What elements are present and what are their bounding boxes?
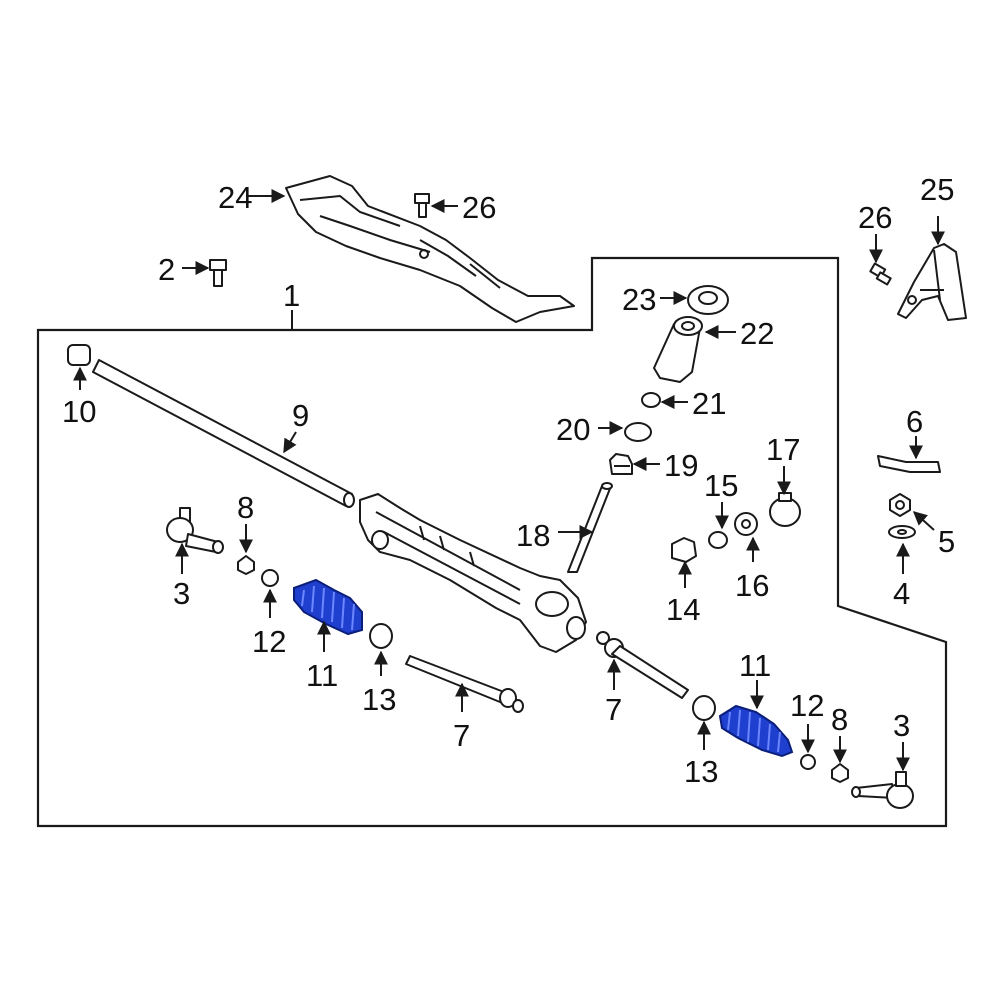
nut-8-right [831, 763, 849, 783]
callout-11-right: 11 [739, 648, 771, 683]
callout-1: 1 [283, 278, 300, 313]
callout-19: 19 [664, 448, 698, 483]
bracket-25 [897, 243, 967, 321]
assembly-boundary-box [36, 256, 948, 828]
nut-5 [889, 493, 911, 517]
pinion-shaft [567, 482, 613, 573]
bolt-2 [209, 259, 227, 287]
seal-19 [609, 453, 633, 475]
inner-tie-rod-left [405, 655, 524, 713]
bushing-14 [671, 537, 697, 563]
callout-17: 17 [766, 432, 800, 467]
callout-26-top: 26 [462, 190, 496, 225]
tie-rod-end-right [851, 771, 914, 809]
steering-boot-left [293, 578, 363, 636]
bushing-15 [708, 531, 728, 549]
bushing-16 [734, 512, 758, 536]
bushing-23 [687, 285, 729, 315]
clamp-12-left [261, 569, 279, 587]
callout-9: 9 [292, 398, 309, 433]
callout-8-left: 8 [237, 490, 254, 525]
callout-26-right: 26 [858, 200, 892, 235]
callout-8-right: 8 [831, 702, 848, 737]
ring-21 [641, 392, 661, 408]
clamp-12-right [800, 754, 816, 770]
clamp-17 [769, 492, 801, 527]
callout-13-left: 13 [362, 682, 396, 717]
callout-23: 23 [622, 282, 656, 317]
steering-boot-right [718, 704, 794, 758]
callout-12-right: 12 [790, 688, 824, 723]
callout-15: 15 [704, 468, 738, 503]
callout-13-right: 13 [684, 754, 718, 789]
callout-3-left: 3 [173, 576, 190, 611]
callout-5: 5 [938, 524, 955, 559]
callout-11-left: 11 [306, 658, 338, 693]
callout-18: 18 [516, 518, 550, 553]
callout-3-right: 3 [893, 708, 910, 743]
callout-22: 22 [740, 316, 774, 351]
ring-20 [624, 422, 652, 442]
mount-22 [653, 316, 703, 383]
bolt-26-right [869, 262, 892, 286]
callout-12-left: 12 [252, 624, 286, 659]
washer-4 [888, 525, 916, 539]
heat-shield [285, 175, 575, 323]
callout-7-left: 7 [453, 718, 470, 753]
tie-rod-end-left [166, 507, 224, 554]
callout-24: 24 [218, 180, 252, 215]
rack-rod [92, 359, 355, 508]
callout-7-right: 7 [605, 692, 622, 727]
nut-8-left [237, 555, 255, 575]
end-cap [67, 344, 91, 366]
callout-16: 16 [735, 568, 769, 603]
clamp-13-left [369, 623, 393, 649]
callout-10: 10 [62, 394, 96, 429]
rack-housing [359, 493, 587, 653]
callout-21: 21 [692, 386, 726, 421]
callout-2: 2 [158, 252, 175, 287]
callout-4: 4 [893, 576, 910, 611]
inner-tie-rod-right [596, 631, 689, 699]
callout-6: 6 [906, 404, 923, 439]
callout-20: 20 [556, 412, 590, 447]
callout-leaders [73, 189, 945, 772]
shield-6 [877, 455, 941, 473]
callout-25: 25 [920, 172, 954, 207]
bolt-26-top [414, 193, 430, 218]
clamp-13-right [692, 695, 716, 721]
callout-14: 14 [666, 592, 700, 627]
